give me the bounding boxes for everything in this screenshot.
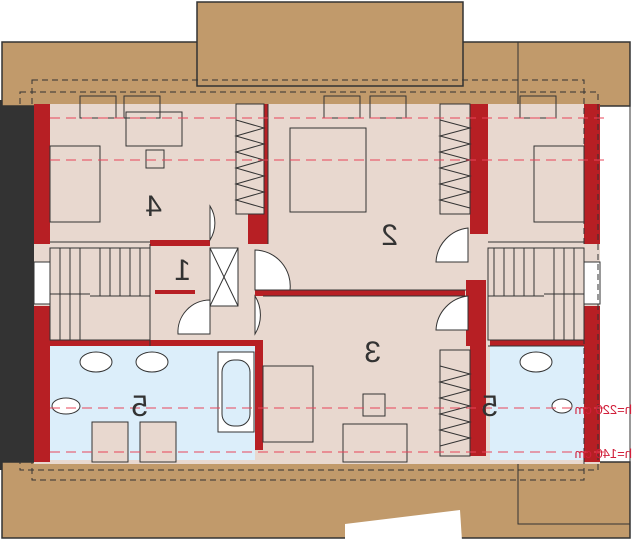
height-label-220: h=220 cm [575, 402, 632, 417]
windows [33, 261, 601, 305]
outer-wall-left [0, 100, 36, 470]
room-number-5-left: 5 [131, 390, 148, 423]
room-number-3: 3 [364, 336, 381, 369]
bathtub [217, 351, 255, 433]
height-label-140: h=140 cm [575, 446, 632, 461]
wardrobe-hatching [234, 119, 472, 447]
bed-pillows [79, 95, 557, 147]
roof-notch [345, 510, 462, 541]
room-number-2: 2 [381, 219, 398, 252]
toilets [51, 397, 573, 415]
staircase-right [487, 247, 585, 341]
room-number-1: 1 [174, 254, 191, 287]
vent-shaft [209, 247, 239, 307]
height-lines [50, 117, 610, 453]
furniture [91, 149, 408, 463]
room-number-4: 4 [145, 190, 162, 223]
beds [49, 127, 585, 443]
staircase-left [49, 247, 151, 341]
roof-dormer [196, 1, 464, 87]
roof-bottom [1, 461, 631, 539]
doors [177, 204, 469, 336]
sinks [79, 351, 553, 373]
dashed-outlines [19, 79, 599, 481]
room-number-5-right: 5 [481, 390, 498, 423]
